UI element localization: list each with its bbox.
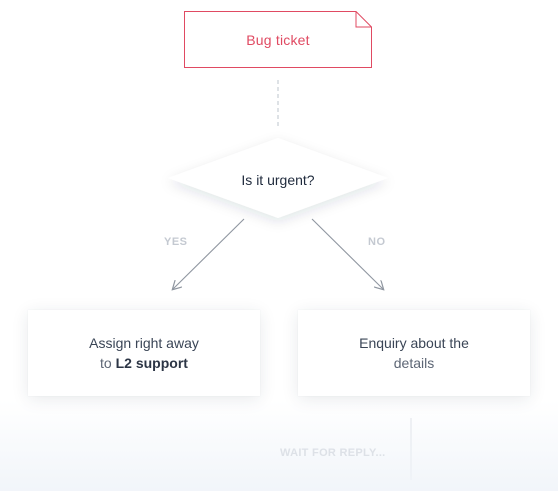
assign-l2-prefix: to — [100, 355, 112, 371]
branch-no-label: NO — [368, 236, 386, 248]
assign-l2-card[interactable]: Assign right away to L2 support — [28, 310, 260, 396]
assign-l2-line2: to L2 support — [100, 353, 188, 373]
urgency-decision-node[interactable]: Is it urgent? — [168, 138, 388, 218]
branch-yes-label: YES — [164, 236, 188, 248]
assign-l2-team: L2 support — [115, 355, 188, 371]
bottom-fade-overlay — [0, 400, 558, 491]
diamond-shape-icon — [168, 138, 388, 218]
bug-ticket-node[interactable]: Bug ticket — [184, 11, 372, 68]
connector-yes-arrow — [173, 218, 245, 289]
bug-ticket-label: Bug ticket — [246, 31, 310, 48]
decision-question: Is it urgent? — [241, 172, 315, 188]
assign-l2-line1: Assign right away — [89, 335, 199, 351]
enquiry-line1: Enquiry about the — [359, 335, 469, 351]
wait-for-reply-label: WAIT FOR REPLY... — [280, 447, 386, 459]
enquiry-details-card[interactable]: Enquiry about the details — [298, 310, 530, 396]
enquiry-line2: details — [393, 355, 435, 371]
connector-no-arrow — [311, 218, 383, 289]
document-shape-icon — [184, 11, 372, 68]
